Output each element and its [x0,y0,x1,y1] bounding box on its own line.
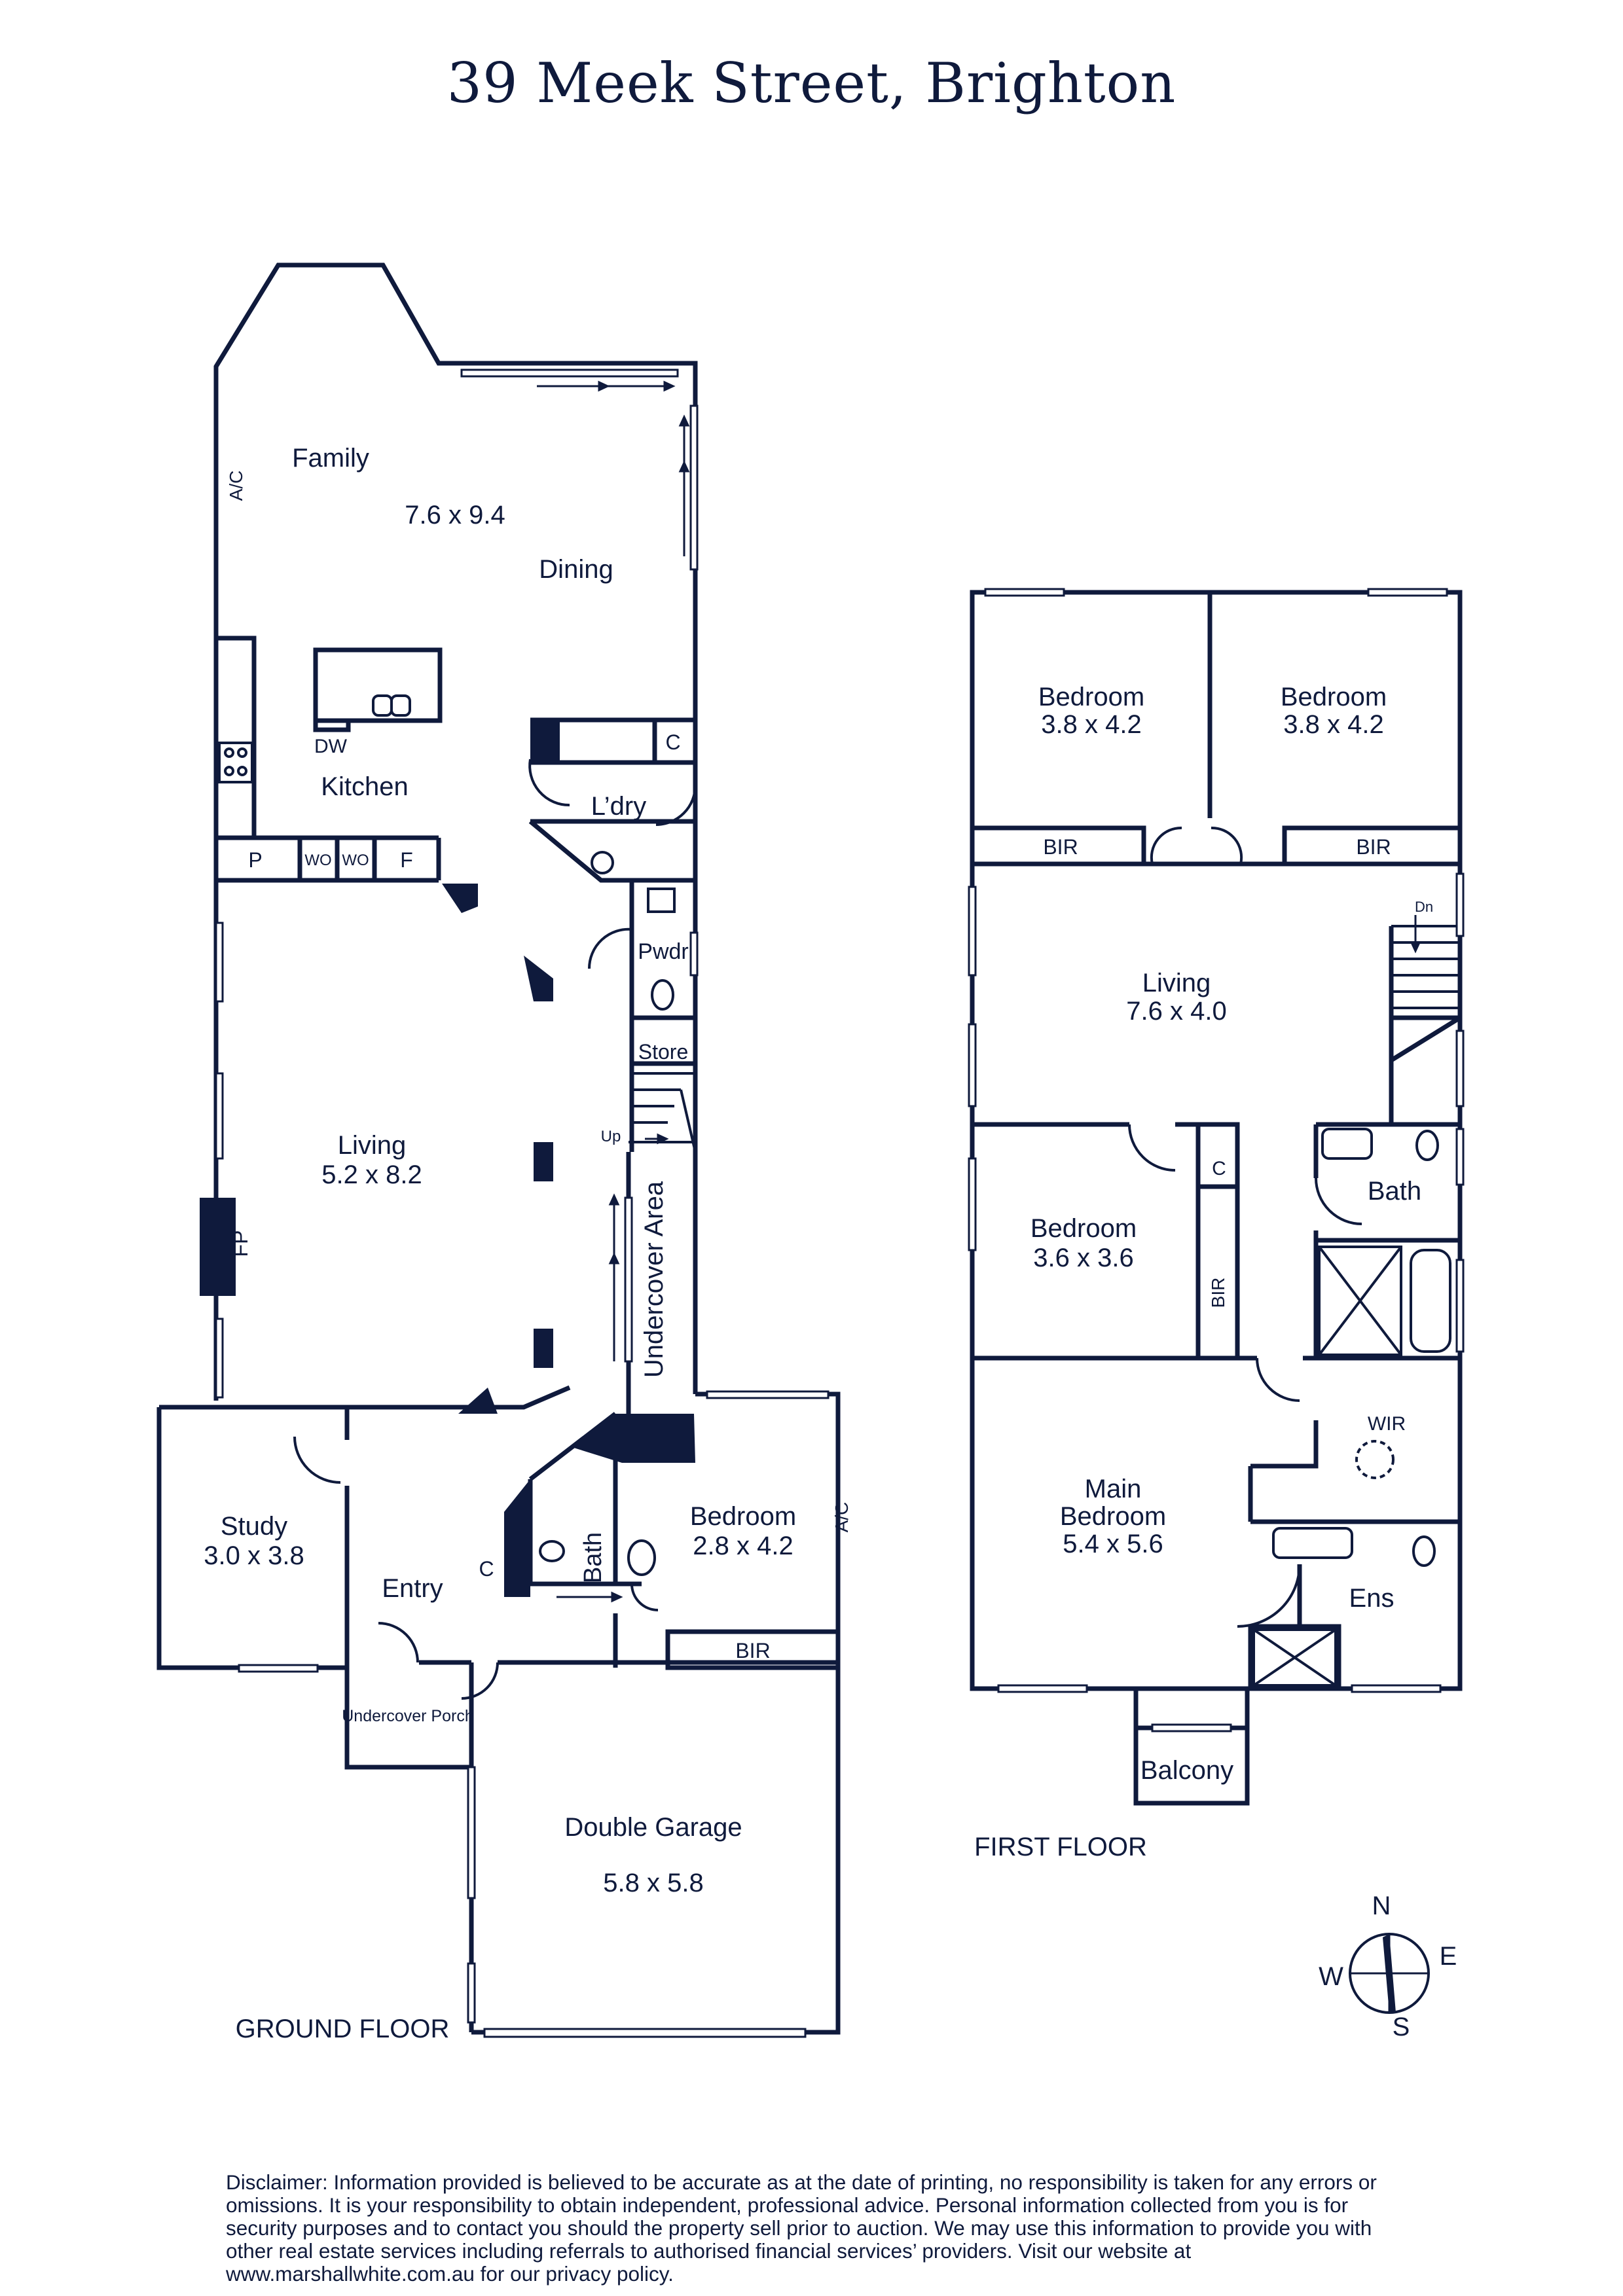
room-label-powder: Pwdr [638,939,688,964]
room-label-ens: Ens [1349,1584,1395,1613]
room-dims-bedroom3: 3.6 x 3.6 [1033,1244,1133,1272]
room-label-store: Store [638,1040,688,1064]
fixture-label-f: F [400,848,413,872]
fixture-label-p: P [248,848,262,872]
floor-label-first: FIRST FLOOR [974,1833,1147,1861]
room-label-wir: WIR [1368,1413,1406,1435]
room-label-bath: Bath [579,1532,607,1583]
room-label-bir3: BIR [1208,1278,1228,1308]
fixture-label-c-laundry: C [665,730,680,754]
room-dims-bedroom2: 3.8 x 4.2 [1283,710,1383,739]
room-label-study: Study [221,1512,287,1541]
room-label-main-bedroom-2: Bedroom [1060,1502,1166,1531]
ground-fixtures [218,694,697,1700]
room-label-kitchen: Kitchen [321,772,408,801]
fixture-label-c-first: C [1212,1158,1226,1179]
room-label-undercover-porch: Undercover Porch [342,1707,473,1725]
floor-label-ground: GROUND FLOOR [236,2015,450,2043]
page-title: 39 Meek Street, Brighton [447,51,1176,115]
fixture-label-dw: DW [314,736,348,757]
first-fixtures [1128,826,1460,1687]
room-label-family: Family [292,444,369,473]
room-dims-bedroom: 2.8 x 4.2 [693,1532,793,1560]
room-label-bedroom1: Bedroom [1038,683,1144,711]
room-dims-main-bedroom: 5.4 x 5.6 [1063,1530,1163,1558]
room-label-bedroom3: Bedroom [1030,1214,1137,1243]
fixture-label-dn: Dn [1415,899,1433,915]
fixture-label-ac-bedroom: A/C [831,1502,852,1533]
room-label-laundry: L’dry [591,792,647,821]
fixture-label-ac-family: A/C [226,471,246,501]
solid-wall-pieces [200,720,695,1597]
compass-s: S [1393,2013,1410,2041]
fixture-label-wo2: WO [342,852,369,869]
fixture-label-c-bath: C [479,1557,494,1581]
room-dims-living-first: 7.6 x 4.0 [1126,997,1226,1026]
ground-floor-walls [156,262,841,2035]
room-label-garage: Double Garage [564,1813,742,1842]
room-label-bath-first: Bath [1368,1177,1421,1206]
fixture-label-up: Up [601,1128,621,1145]
compass-icon [1349,1933,1430,2014]
room-dims-family: 7.6 x 9.4 [405,501,505,529]
room-label-undercover-area: Undercover Area [640,1181,668,1378]
room-dims-garage: 5.8 x 5.8 [603,1869,703,1897]
room-dims-study: 3.0 x 3.8 [204,1541,304,1570]
room-label-bedroom2: Bedroom [1281,683,1387,711]
room-dims-living: 5.2 x 8.2 [321,1160,422,1189]
compass-w: W [1319,1962,1343,1991]
fixture-label-wo1: WO [304,852,331,869]
room-label-living-first: Living [1142,969,1211,997]
windows [215,368,1465,2038]
compass-e: E [1440,1942,1457,1971]
room-label-dining: Dining [539,555,613,584]
room-label-entry: Entry [382,1574,443,1603]
fixture-label-fp: FP [228,1230,252,1257]
room-label-bir2: BIR [1356,835,1391,859]
sliding-door-arrows [537,380,1421,1603]
room-label-living: Living [338,1131,407,1160]
room-label-main-bedroom-1: Main [1085,1475,1142,1503]
room-label-bedroom: Bedroom [690,1502,796,1531]
disclaimer-text: Disclaimer: Information provided is beli… [226,2170,1377,2286]
room-label-bir: BIR [735,1639,770,1662]
compass-n: N [1372,1892,1391,1920]
room-label-bir1: BIR [1043,835,1078,859]
room-label-balcony: Balcony [1140,1756,1233,1785]
room-dims-bedroom1: 3.8 x 4.2 [1041,710,1141,739]
